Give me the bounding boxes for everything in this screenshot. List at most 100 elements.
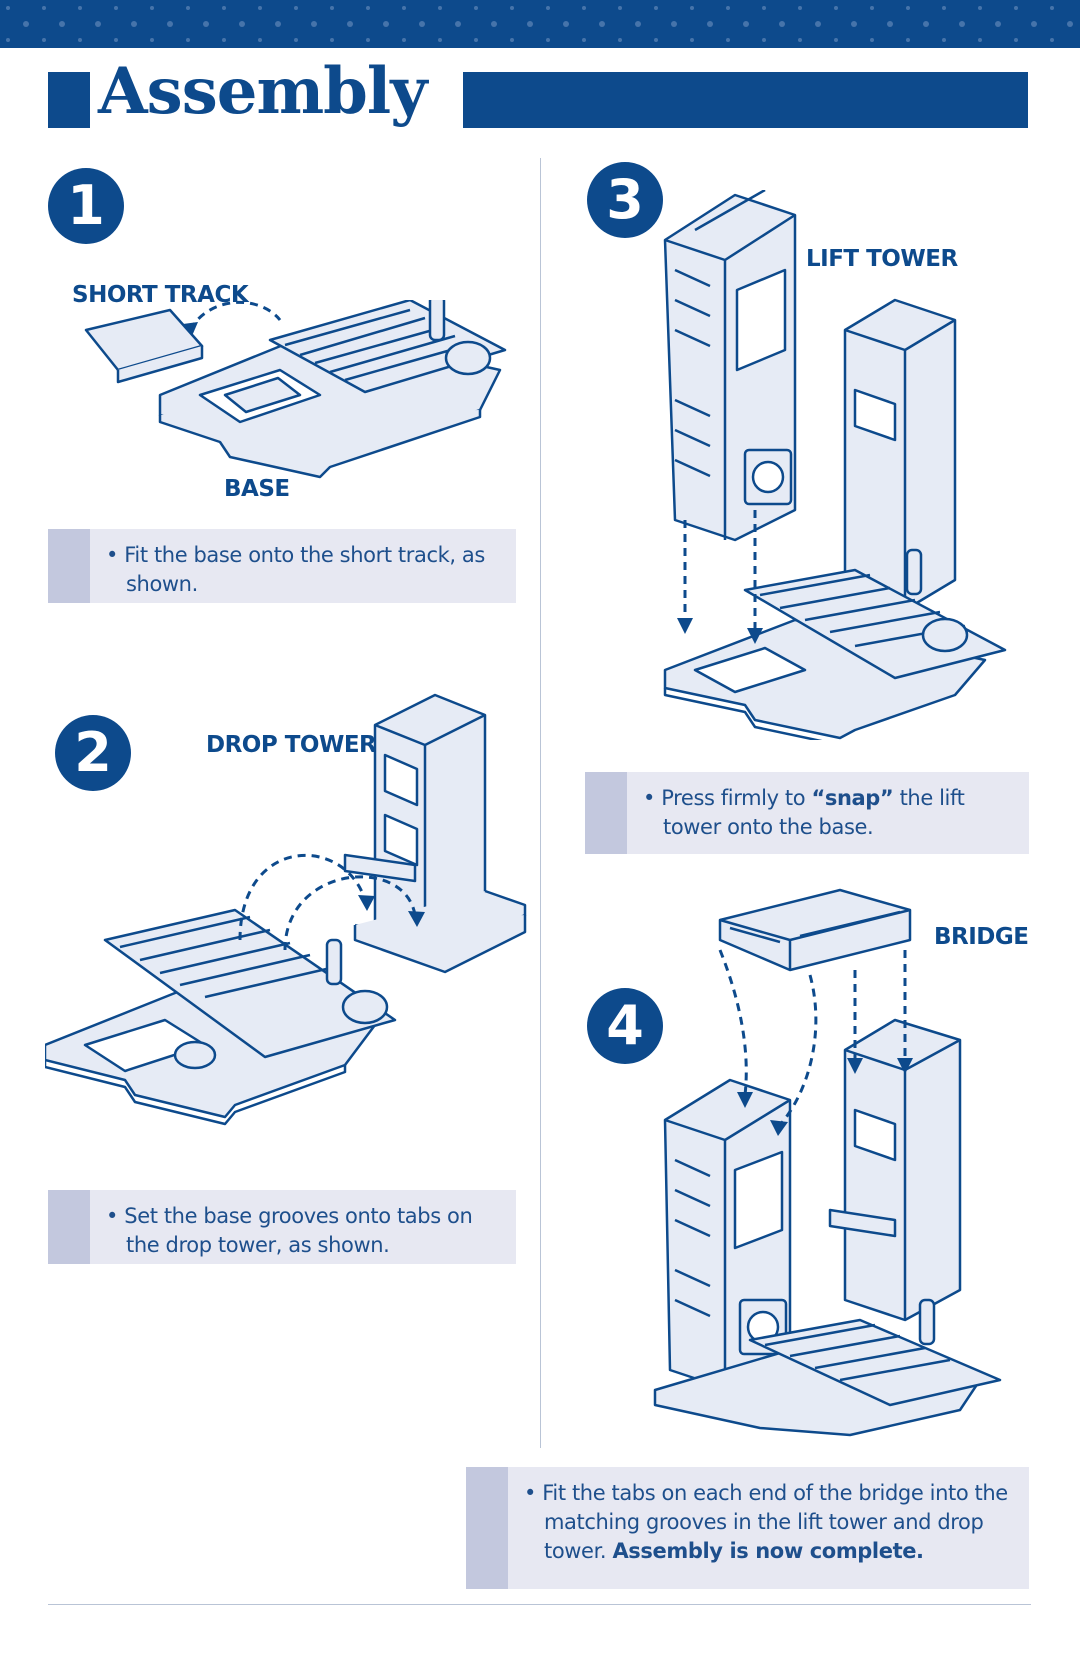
header-dot: [762, 38, 766, 42]
header-dot: [402, 6, 406, 10]
header-dot: [150, 6, 154, 10]
header-dot: [942, 6, 946, 10]
header-dot: [618, 6, 622, 10]
header-dot: [330, 6, 334, 10]
step-3-arrows: [683, 510, 757, 630]
header-dot: [978, 6, 982, 10]
header-dot: [402, 38, 406, 42]
header-dot: [779, 21, 785, 27]
header-dot: [743, 21, 749, 27]
step-1-arrow: [188, 300, 282, 331]
header-dot: [654, 6, 658, 10]
step-2-instruction: • Set the base grooves onto tabs on the …: [106, 1204, 473, 1257]
header-dot: [1014, 38, 1018, 42]
header-dot: [78, 6, 82, 10]
header-dot: [311, 21, 317, 27]
header-dot: [1031, 21, 1037, 27]
header-dot: [726, 6, 730, 10]
header-dot: [527, 21, 533, 27]
column-divider: [540, 158, 541, 1448]
header-dot: [995, 21, 1001, 27]
step-1-number: 1: [48, 168, 124, 244]
header-dot: [582, 38, 586, 42]
header-dot: [762, 6, 766, 10]
step-1-instruction: • Fit the base onto the short track, as …: [106, 543, 485, 596]
step-3-number: 3: [587, 162, 663, 238]
header-dot: [510, 38, 514, 42]
header-dot: [186, 38, 190, 42]
header-dot: [383, 21, 389, 27]
header-dot: [815, 21, 821, 27]
header-dot: [1067, 21, 1073, 27]
step-4-instruction: • Fit the tabs on each end of the bridge…: [524, 1481, 1008, 1563]
header-dot: [546, 38, 550, 42]
step-4-number: 4: [587, 988, 663, 1064]
header-dot: [186, 6, 190, 10]
drop-tower-label: DROP TOWER: [206, 732, 377, 758]
header-dot: [1014, 6, 1018, 10]
header-dot: [906, 6, 910, 10]
header-dot: [131, 21, 137, 27]
header-dot: [1050, 6, 1054, 10]
header-dot: [59, 21, 65, 27]
header-dot: [599, 21, 605, 27]
header-dot: [942, 38, 946, 42]
header-dot: [366, 6, 370, 10]
header-dot: [330, 38, 334, 42]
header-dot: [347, 21, 353, 27]
step-2-arrows: [238, 854, 417, 951]
header-dot: [419, 21, 425, 27]
header-dot: [167, 21, 173, 27]
header-dot: [438, 38, 442, 42]
header-dot: [690, 38, 694, 42]
header-dot: [42, 6, 46, 10]
header-dot: [150, 38, 154, 42]
title-block-left: [48, 72, 90, 128]
title-row: Assembly: [48, 60, 1028, 130]
step-1-illustration: [80, 300, 540, 480]
header-dot: [95, 21, 101, 27]
header-dot: [6, 38, 10, 42]
title-block-right: [463, 72, 1028, 128]
step-2-number: 2: [55, 715, 131, 791]
header-dot: [834, 38, 838, 42]
bridge-shape: [718, 888, 912, 972]
header-dot: [510, 6, 514, 10]
header-dot: [654, 38, 658, 42]
header-dot: [726, 38, 730, 42]
header-dot: [546, 6, 550, 10]
header-dot: [275, 21, 281, 27]
header-dot: [959, 21, 965, 27]
header-dot: [906, 38, 910, 42]
step-2-instruction-box: • Set the base grooves onto tabs on the …: [48, 1190, 516, 1264]
step-1-instruction-box: • Fit the base onto the short track, as …: [48, 529, 516, 603]
header-dot: [798, 38, 802, 42]
header-dot: [114, 6, 118, 10]
header-dot-band: [0, 0, 1080, 48]
header-dot: [78, 38, 82, 42]
step-4-arrows: [718, 949, 907, 1126]
bottom-rule: [48, 1604, 1031, 1605]
header-dot: [455, 21, 461, 27]
instruction-tab: [48, 1190, 90, 1264]
instruction-tab: [585, 772, 627, 854]
header-dot: [294, 38, 298, 42]
header-dot: [239, 21, 245, 27]
header-dot: [834, 6, 838, 10]
header-dot: [474, 6, 478, 10]
step-4-illustration: [650, 880, 1035, 1440]
header-dot: [635, 21, 641, 27]
header-dot: [707, 21, 713, 27]
header-dot: [582, 6, 586, 10]
header-dot: [294, 6, 298, 10]
header-dot: [222, 6, 226, 10]
header-dot: [563, 21, 569, 27]
header-dot: [671, 21, 677, 27]
header-dot: [258, 38, 262, 42]
header-dot: [978, 38, 982, 42]
header-dot: [798, 6, 802, 10]
header-dot: [6, 6, 10, 10]
dot-pattern: [6, 6, 1073, 42]
header-dot: [618, 38, 622, 42]
drop-tower-behind: [843, 298, 957, 612]
